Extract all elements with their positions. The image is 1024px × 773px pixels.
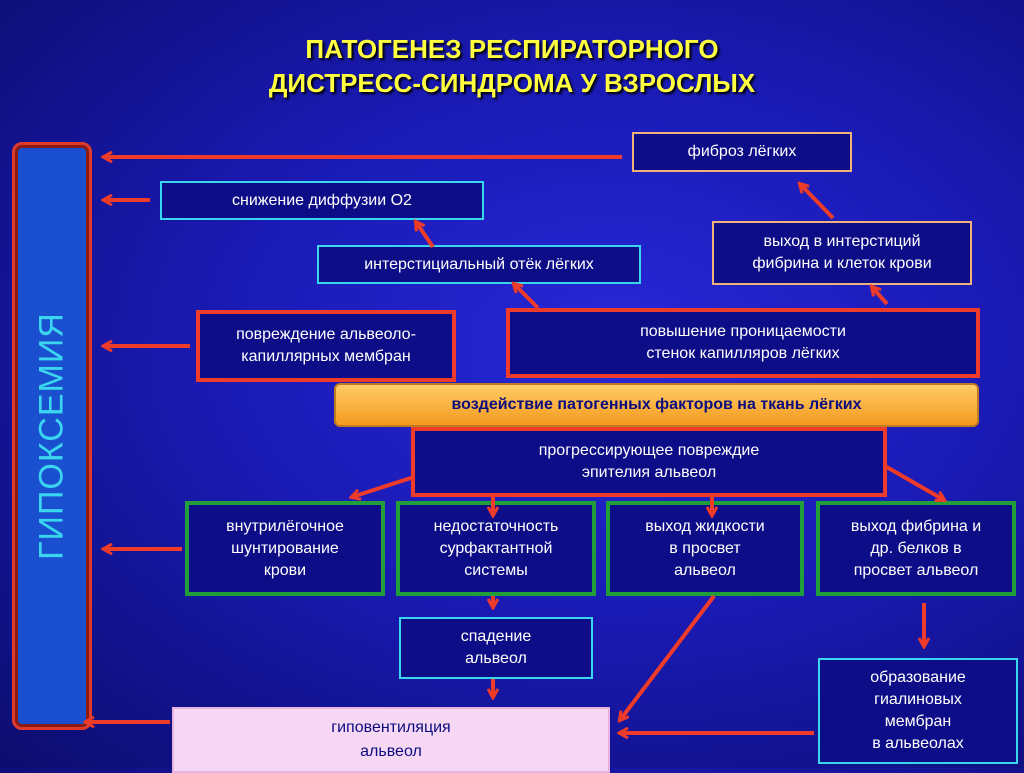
surfactant-line-1: недостаточность	[433, 517, 559, 535]
pathogenic-factors-box: воздействие патогенных факторов на ткань…	[334, 383, 979, 427]
arrow-permeability-to-edema	[514, 284, 540, 310]
diffusion-box: снижение диффузии О2	[160, 181, 484, 220]
membrane-damage-box: повреждение альвеоло- капиллярных мембра…	[196, 310, 456, 382]
permeability-line-1: повышение проницаемости	[640, 323, 846, 340]
interstitial-exit-line-2: фибрина и клеток крови	[752, 255, 932, 272]
collapse-line-1: спадение	[460, 628, 532, 645]
shunting-line-1: внутрилёгочное	[226, 517, 344, 535]
hyaline-box: образование гиалиновых мембран в альвеол…	[818, 658, 1018, 764]
arrow-fluid-to-hypoventilation	[620, 594, 716, 720]
membrane-damage-line-2: капиллярных мембран	[241, 348, 411, 365]
fibrin-exit-box: выход фибрина и др. белков в просвет аль…	[816, 501, 1016, 596]
hyaline-line-3: мембран	[884, 713, 952, 730]
edema-box: интерстициальный отёк лёгких	[317, 245, 641, 284]
title-line-1: ПАТОГЕНЕЗ РЕСПИРАТОРНОГО	[305, 34, 719, 64]
permeability-box: повышение проницаемости стенок капилляро…	[506, 308, 980, 378]
diffusion-text: снижение диффузии О2	[232, 191, 412, 209]
fluid-exit-line-3: альвеол	[674, 561, 736, 579]
fibrosis-box: фиброз лёгких	[632, 132, 852, 172]
epithelium-damage-box: прогрессирующее повреждие эпителия альве…	[411, 427, 887, 497]
hyaline-line-4: в альвеолах	[872, 735, 964, 752]
hypoventilation-box: гиповентиляция альвеол	[172, 707, 610, 773]
epithelium-damage-line-1: прогрессирующее повреждие	[538, 442, 760, 459]
fibrosis-text: фиброз лёгких	[687, 143, 797, 160]
arrow-permeability-to-interstitial	[872, 287, 889, 306]
permeability-line-2: стенок капилляров лёгких	[646, 345, 840, 362]
epithelium-damage-line-2: эпителия альвеол	[581, 464, 717, 481]
shunting-line-3: крови	[263, 561, 307, 579]
hypoxemia-box	[12, 142, 92, 730]
collapse-box: спадение альвеол	[399, 617, 593, 679]
surfactant-line-2: сурфактантной	[439, 539, 553, 557]
hypoventilation-line-2: альвеол	[360, 743, 422, 760]
interstitial-exit-box: выход в интерстиций фибрина и клеток кро…	[712, 221, 972, 285]
hypoventilation-line-1: гиповентиляция	[331, 719, 451, 736]
arrow-interstitial-to-fibrosis	[800, 184, 835, 220]
diagram-title: ПАТОГЕНЕЗ РЕСПИРАТОРНОГО ДИСТРЕСС-СИНДРО…	[0, 32, 1024, 100]
arrow-edema-to-diffusion	[416, 222, 435, 249]
fibrin-exit-line-1: выход фибрина и	[850, 517, 982, 535]
fluid-exit-line-2: в просвет	[669, 539, 741, 557]
arrow-epithelium-to-fibrin	[884, 464, 944, 500]
hyaline-line-1: образование	[870, 669, 966, 686]
pathogenic-factors-text: воздействие патогенных факторов на ткань…	[451, 396, 862, 413]
collapse-line-2: альвеол	[465, 650, 527, 667]
interstitial-exit-line-1: выход в интерстиций	[763, 233, 921, 250]
surfactant-line-3: системы	[464, 561, 528, 579]
fibrin-exit-line-3: просвет альвеол	[853, 561, 979, 579]
shunting-line-2: шунтирование	[231, 539, 339, 557]
fluid-exit-line-1: выход жидкости	[645, 517, 765, 535]
surfactant-box: недостаточность сурфактантной системы	[396, 501, 596, 596]
arrow-epithelium-to-shunting	[352, 475, 415, 497]
shunting-box: внутрилёгочное шунтирование крови	[185, 501, 385, 596]
edema-text: интерстициальный отёк лёгких	[364, 255, 594, 273]
fluid-exit-box: выход жидкости в просвет альвеол	[606, 501, 804, 596]
fibrin-exit-line-2: др. белков в	[870, 539, 962, 557]
title-line-2: ДИСТРЕСС-СИНДРОМА У ВЗРОСЛЫХ	[268, 68, 756, 98]
hyaline-line-2: гиалиновых	[874, 691, 962, 708]
membrane-damage-line-1: повреждение альвеоло-	[236, 326, 416, 343]
